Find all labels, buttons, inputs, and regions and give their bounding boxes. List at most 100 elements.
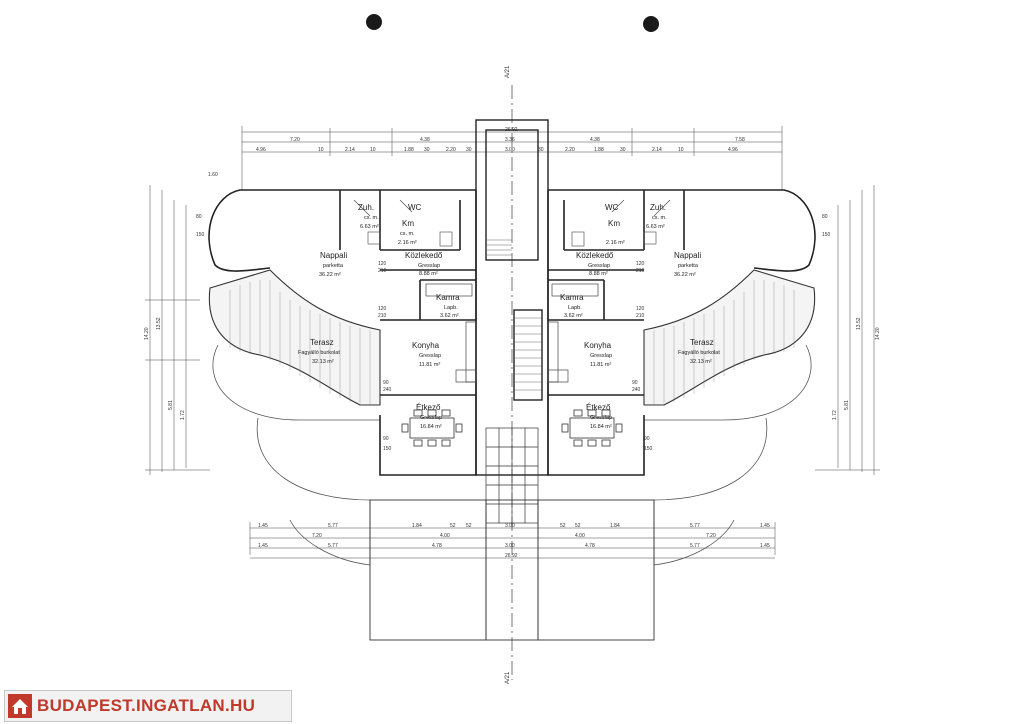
dim-right-4: 1.72 [832, 410, 838, 420]
dim-bot-r3-3: 4.78 [432, 543, 442, 549]
dim-left-3: 5.81 [168, 400, 174, 410]
room-right-kozlekedo-name: Közlekedő [576, 251, 614, 260]
dim-top-r2-6: 30 [424, 147, 430, 153]
door-mark-13: 90 [632, 380, 638, 386]
dim-top-1: 7.20 [290, 137, 300, 143]
room-left-kozlekedo-floor: Gresslap [418, 263, 440, 269]
dim-bot-5: 52 [466, 523, 472, 529]
dim-right-3: 5.81 [844, 400, 850, 410]
bottom-dimensions [249, 522, 776, 560]
dim-top-r2-10: 30 [538, 147, 544, 153]
dim-left-1: 14.20 [144, 327, 150, 340]
room-left-kamra-name: Kamra [436, 293, 460, 302]
room-left-km-floor: cs. m. [400, 231, 415, 237]
terrace-right [643, 269, 816, 406]
dim-left-5: 1.60 [208, 172, 218, 178]
room-right-konyha-name: Konyha [584, 341, 612, 350]
room-left-nappali-area: 36.22 m² [319, 272, 341, 278]
dim-bot-total: 26.92 [505, 553, 518, 559]
door-mark-8: 150 [383, 446, 392, 452]
dim-top-3: 3.36 [505, 137, 515, 143]
top-dimensions [241, 120, 783, 190]
room-right-zuh-name: Zuh. [650, 203, 666, 212]
section-mark-top: A/21 [505, 65, 511, 78]
door-mark-1: 120 [378, 261, 387, 267]
dim-bot-r3-2: 5.77 [328, 543, 338, 549]
room-left-etkezo-name: Étkező [416, 403, 441, 412]
room-left-km-name: Km [402, 219, 414, 228]
room-right-nappali-area: 36.22 m² [674, 272, 696, 278]
room-right-terasz-floor: Fagyálló burkolat [678, 350, 720, 356]
dim-left-2: 13.52 [156, 317, 162, 330]
dim-bot-2: 5.77 [328, 523, 338, 529]
dim-top-r2-2: 10 [318, 147, 324, 153]
house-icon [8, 694, 32, 718]
room-left-terasz-floor: Fagyálló burkolat [298, 350, 340, 356]
room-right-zuh-area: 6.63 m² [646, 224, 665, 230]
dim-bot-r3-5: 4.78 [585, 543, 595, 549]
stair-treads [486, 239, 542, 391]
dim-top-r2-8: 30 [466, 147, 472, 153]
dim-top-r2-13: 30 [620, 147, 626, 153]
room-left-konyha-area: 11.81 m² [419, 362, 440, 368]
door-mark-16: 150 [644, 446, 653, 452]
dim-bot-6: 3.00 [505, 523, 515, 529]
room-right-kamra-name: Kamra [560, 293, 584, 302]
dim-bot-r2-4: 7.20 [706, 533, 716, 539]
dim-bot-1: 1.45 [258, 523, 268, 529]
dim-bot-10: 5.77 [690, 523, 700, 529]
room-right-konyha-area: 11.81 m² [590, 362, 611, 368]
room-right-zuh-floor: cs. m. [652, 215, 667, 221]
dim-bot-11: 1.45 [760, 523, 770, 529]
room-right-wc-name: WC [605, 203, 619, 212]
dim-top-r2-12: 1.88 [594, 147, 604, 153]
garden-outline [212, 344, 812, 566]
dim-top-r2-16: 4.96 [728, 147, 738, 153]
room-left-zuh-name: Zuh. [358, 203, 374, 212]
section-mark-bottom: A/21 [505, 671, 511, 684]
door-mark-6: 240 [383, 387, 392, 393]
room-right-km-area: 2.16 m² [606, 240, 625, 246]
room-left-etkezo-floor: Gresslap [420, 415, 442, 421]
punch-hole-right [643, 16, 659, 32]
door-mark-3: 120 [378, 306, 387, 312]
door-mark-18: 150 [196, 232, 205, 238]
dim-right-2: 13.52 [856, 317, 862, 330]
dim-bot-r2-2: 4.00 [440, 533, 450, 539]
door-mark-20: 150 [822, 232, 831, 238]
dim-top-r2-15: 10 [678, 147, 684, 153]
terrace-left [208, 269, 381, 406]
punch-hole-left [366, 14, 382, 30]
room-left-terasz-area: 32.13 m² [312, 359, 334, 365]
room-right-km-name: Km [608, 219, 620, 228]
room-left-nappali-name: Nappali [320, 251, 347, 260]
kitchen-left [425, 283, 477, 383]
room-left-zuh-area: 6.63 m² [360, 224, 379, 230]
watermark-logo: BUDAPEST.INGATLAN.HU [4, 690, 292, 722]
room-right-konyha-floor: Gresslap [590, 353, 612, 359]
room-left-terasz-name: Terasz [310, 338, 334, 347]
dining-table-left [401, 409, 463, 447]
door-mark-10: 210 [636, 268, 645, 274]
dim-top-r2-11: 2.20 [565, 147, 575, 153]
dim-right-1: 14.20 [875, 327, 881, 340]
room-left-zuh-floor: cs. m. [364, 215, 379, 221]
dim-bot-9: 1.84 [610, 523, 620, 529]
room-left-kozlekedo-area: 8.88 m² [419, 271, 438, 277]
dim-top-r2-14: 2.14 [652, 147, 662, 153]
door-mark-4: 210 [378, 313, 387, 319]
room-right-terasz-name: Terasz [690, 338, 714, 347]
room-left-etkezo-area: 16.84 m² [420, 424, 442, 430]
bath-fixtures [353, 199, 671, 247]
door-mark-11: 120 [636, 306, 645, 312]
room-right-kozlekedo-floor: Gresslap [588, 263, 610, 269]
right-dimensions [815, 185, 880, 475]
door-mark-17: 80 [196, 214, 202, 220]
room-right-nappali-name: Nappali [674, 251, 701, 260]
door-mark-9: 120 [636, 261, 645, 267]
dim-top-r2-1: 4.96 [256, 147, 266, 153]
room-right-nappali-floor: parketta [678, 263, 699, 269]
dim-top-2: 4.38 [420, 137, 430, 143]
door-mark-7: 90 [383, 436, 389, 442]
